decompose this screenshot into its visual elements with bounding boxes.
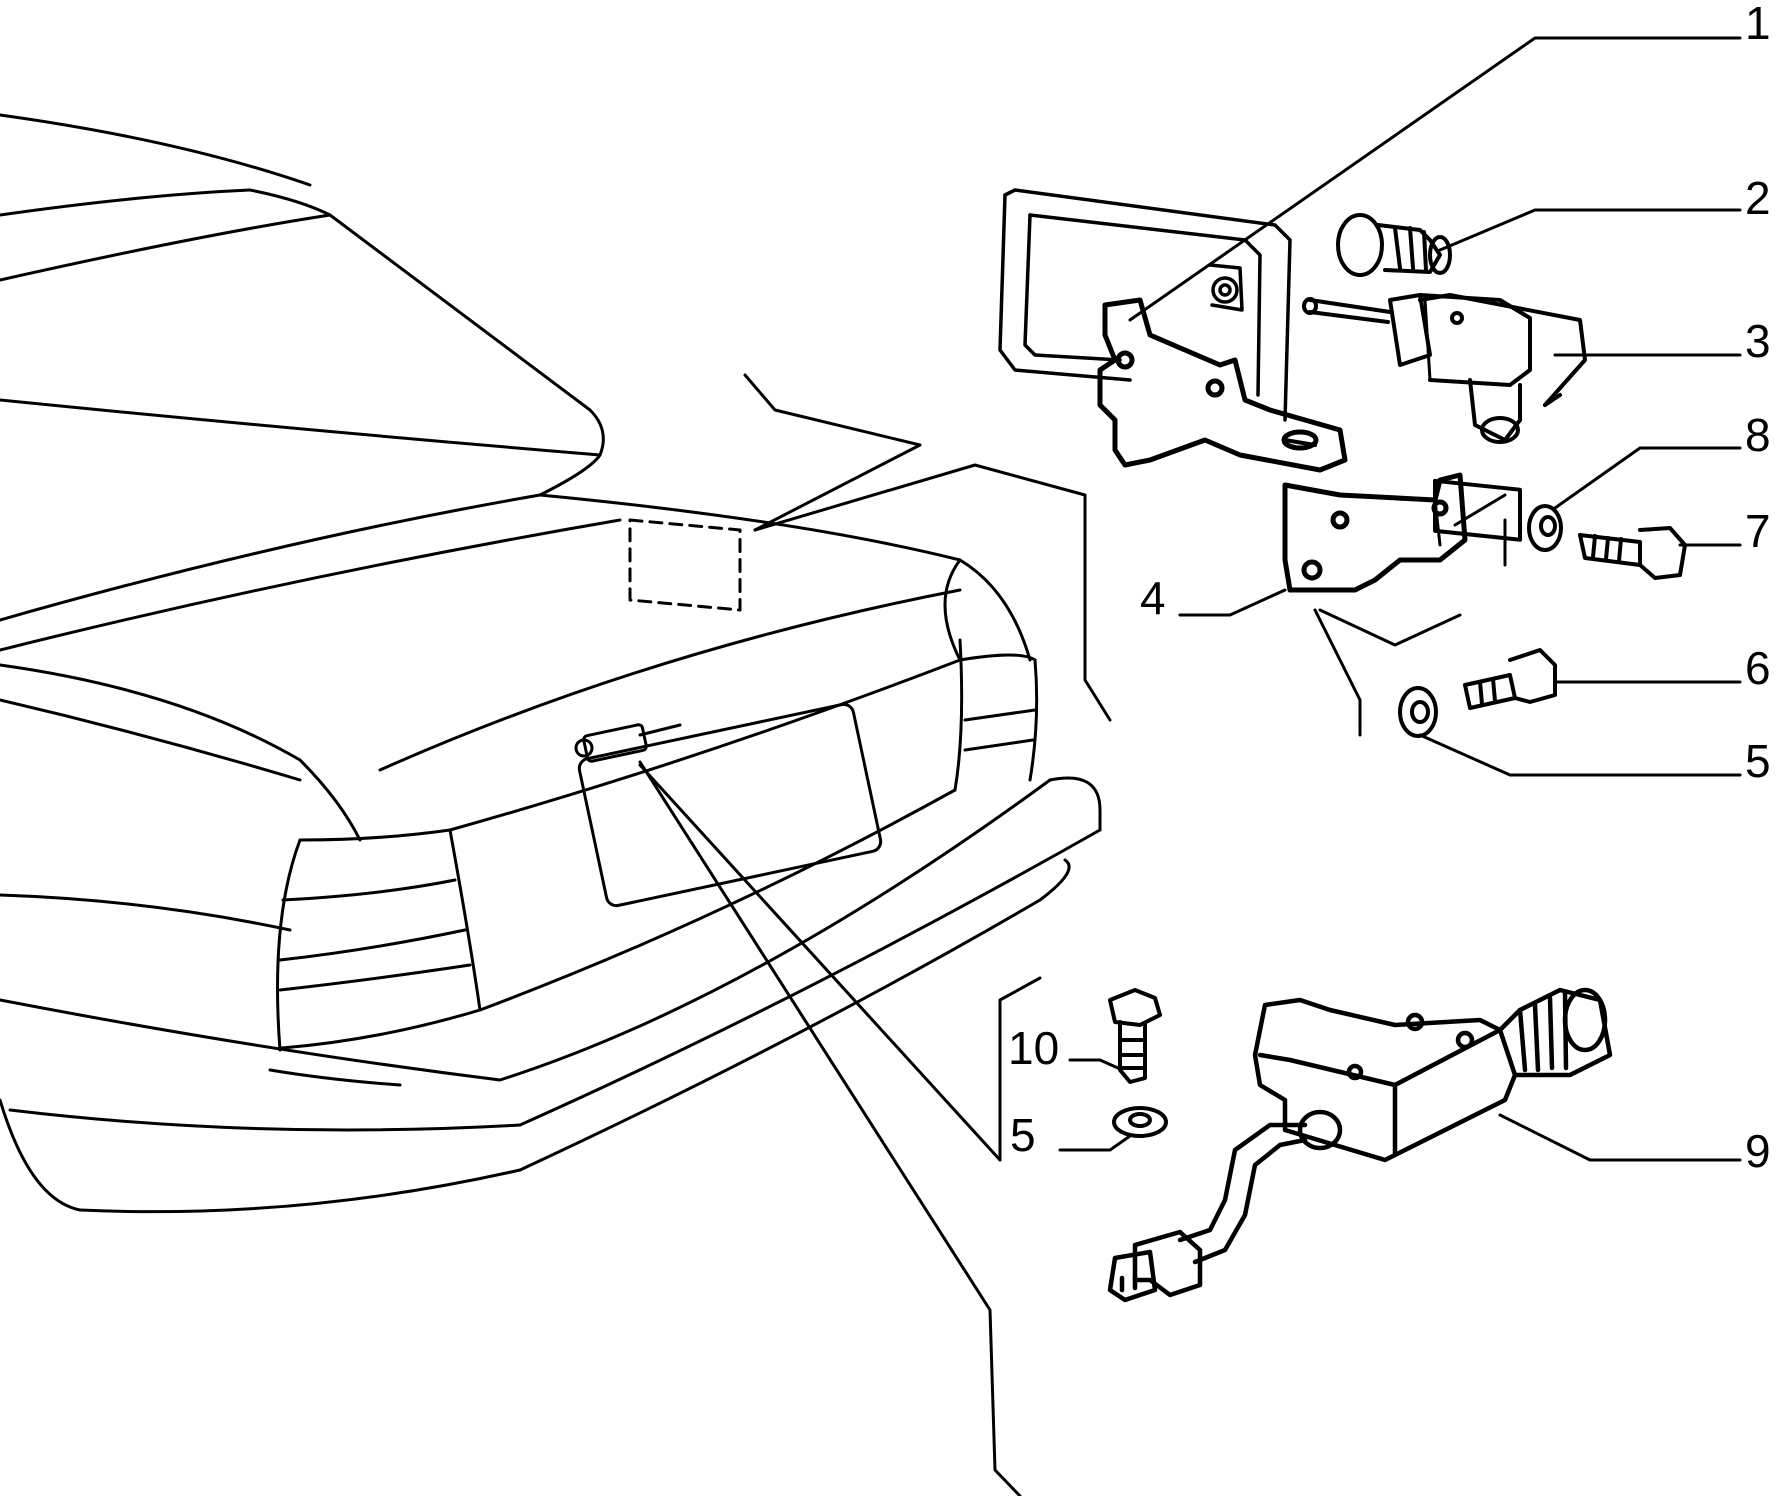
callout-3: 3 <box>1745 315 1771 367</box>
hinge-mount-frame <box>998 188 1292 422</box>
callout-4: 4 <box>1140 572 1166 624</box>
callout-2: 2 <box>1745 172 1771 224</box>
hinge-part-1 <box>1097 297 1348 473</box>
washer-part-8 <box>1527 504 1563 552</box>
bolt-part-10 <box>1108 988 1162 1084</box>
callout-7: 7 <box>1745 505 1771 557</box>
bolt-part-6 <box>1463 648 1557 710</box>
car-rear-illustration <box>0 113 1102 1214</box>
callout-leaders <box>1058 36 1742 1162</box>
bracket-part-4 <box>1282 472 1468 593</box>
callout-6: 6 <box>1745 642 1771 694</box>
callout-9: 9 <box>1745 1125 1771 1177</box>
callout-1: 1 <box>1745 0 1771 49</box>
callout-5-lower: 5 <box>1010 1109 1036 1161</box>
washer-part-5-upper <box>1398 686 1438 738</box>
callout-5-upper: 5 <box>1745 735 1771 787</box>
callout-8: 8 <box>1745 409 1771 461</box>
washer-part-5-lower <box>1112 1106 1168 1138</box>
leader-lines <box>638 373 1507 1496</box>
lock-actuator-part-9 <box>1107 987 1613 1303</box>
grommet-part-2 <box>1336 213 1452 277</box>
bolt-part-7 <box>1578 526 1687 580</box>
callout-10: 10 <box>1008 1022 1060 1074</box>
